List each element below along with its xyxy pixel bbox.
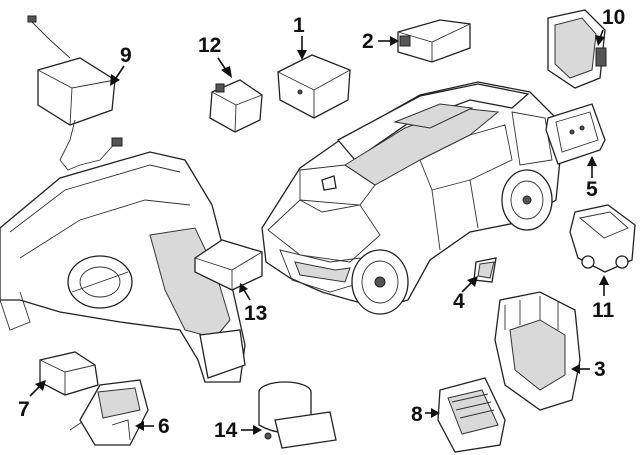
part-2-module	[397, 19, 471, 63]
part-12-module	[209, 79, 263, 133]
callout-label-9: 9	[120, 44, 132, 67]
callout-14: 14	[214, 419, 262, 442]
part-13-module	[194, 239, 263, 291]
part-1-module	[277, 54, 351, 119]
callout-label-4: 4	[453, 290, 465, 313]
callout-1: 1	[293, 14, 307, 60]
dashboard-illustration	[0, 151, 246, 383]
callout-9: 9	[110, 44, 132, 86]
callout-label-7: 7	[18, 398, 30, 421]
part-4-piece	[473, 257, 497, 283]
callout-label-12: 12	[198, 34, 221, 57]
callout-label-10: 10	[602, 6, 625, 29]
callout-label-3: 3	[594, 358, 606, 381]
callout-11: 11	[592, 275, 615, 322]
callout-label-8: 8	[411, 403, 423, 426]
callout-label-1: 1	[293, 14, 305, 37]
callout-7: 7	[18, 380, 46, 421]
callout-label-14: 14	[214, 419, 238, 442]
part-7-module	[39, 351, 99, 396]
callout-label-11: 11	[592, 299, 615, 322]
part-8-module	[437, 377, 506, 453]
callout-label-13: 13	[244, 302, 267, 325]
callout-label-5: 5	[586, 178, 598, 201]
callout-2: 2	[362, 30, 399, 53]
vehicle-illustration	[261, 81, 561, 315]
part-3-module	[494, 291, 581, 411]
callout-10: 10	[595, 6, 625, 46]
callout-8: 8	[411, 403, 440, 426]
part-11-module	[569, 204, 636, 273]
part-6-module	[69, 379, 149, 446]
part-9-module	[27, 15, 123, 171]
callout-label-6: 6	[158, 415, 170, 438]
callout-3: 3	[571, 358, 606, 381]
callout-label-2: 2	[362, 30, 374, 53]
part-14-module	[258, 381, 337, 449]
part-10-module	[547, 9, 607, 89]
callout-5: 5	[586, 156, 598, 201]
callout-13: 13	[239, 283, 267, 325]
callout-12: 12	[198, 34, 232, 78]
callout-6: 6	[135, 415, 170, 438]
part-5-module	[545, 103, 606, 165]
callout-4: 4	[453, 276, 478, 313]
